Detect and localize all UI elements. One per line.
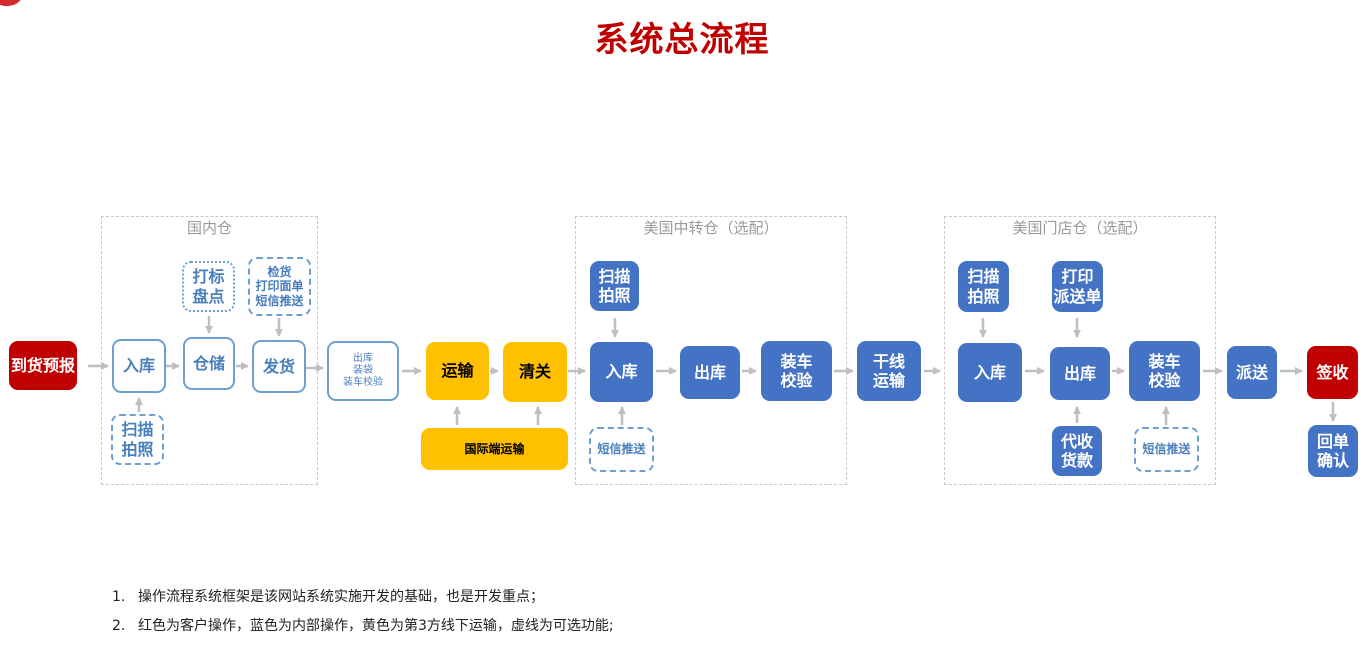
group-domestic-warehouse: 国内仓	[101, 216, 318, 485]
node-sign: 签收	[1307, 346, 1358, 399]
group-label-domestic: 国内仓	[186, 219, 232, 237]
group-us-transfer-warehouse: 美国中转仓（选配）	[575, 216, 847, 485]
group-label-us-store: 美国门店仓（选配）	[1012, 219, 1148, 237]
node-ship: 发货	[252, 340, 306, 393]
group-us-store-warehouse: 美国门店仓（选配）	[944, 216, 1216, 485]
node-inspect-print-sms: 检货 打印面单 短信推送	[248, 257, 311, 316]
node-outbound-store: 出库	[1050, 347, 1110, 400]
node-pre-arrival: 到货预报	[9, 341, 77, 390]
node-outbound-transfer: 出库	[680, 346, 740, 399]
node-out-bag-load: 出库 装袋 装车校验	[327, 341, 399, 401]
note-item: 1. 操作流程系统框架是该网站系统实施开发的基础，也是开发重点；	[112, 586, 614, 615]
node-customs: 清关	[503, 342, 567, 402]
node-intl-transport: 国际端运输	[421, 428, 568, 470]
node-receipt-confirm: 回单 确认	[1308, 425, 1358, 477]
node-inbound-transfer: 入库	[590, 342, 653, 402]
node-scan-photo-domestic: 扫描 拍照	[111, 414, 164, 465]
node-sms-store: 短信推送	[1134, 427, 1199, 472]
node-deliver: 派送	[1227, 346, 1277, 399]
note-item: 2. 红色为客户操作，蓝色为内部操作，黄色为第3方线下运输，虚线为可选功能;	[112, 615, 614, 644]
note-text: 红色为客户操作，蓝色为内部操作，黄色为第3方线下运输，虚线为可选功能;	[138, 618, 614, 634]
node-storage: 仓储	[183, 337, 235, 390]
node-load-check-transfer: 装车 校验	[761, 341, 832, 401]
node-load-check-store: 装车 校验	[1129, 341, 1200, 401]
note-number: 2.	[112, 618, 126, 634]
node-transport: 运输	[426, 342, 489, 400]
notes-list: 1. 操作流程系统框架是该网站系统实施开发的基础，也是开发重点； 2. 红色为客户操…	[112, 586, 614, 644]
corner-logo-mark	[0, 0, 24, 6]
note-text: 操作流程系统框架是该网站系统实施开发的基础，也是开发重点；	[138, 589, 544, 605]
node-scan-photo-transfer: 扫描 拍照	[590, 261, 639, 311]
group-label-us-transfer: 美国中转仓（选配）	[643, 219, 779, 237]
page-title: 系统总流程	[594, 20, 770, 60]
node-cash-on-delivery: 代收 货款	[1052, 426, 1102, 476]
node-print-delivery-slip: 打印 派送单	[1052, 261, 1103, 312]
node-inbound-store: 入库	[958, 343, 1022, 402]
node-scan-photo-store: 扫描 拍照	[958, 261, 1009, 312]
node-inbound-domestic: 入库	[112, 339, 166, 393]
node-sms-transfer: 短信推送	[589, 427, 654, 472]
note-number: 1.	[112, 589, 126, 605]
node-label-count: 打标 盘点	[182, 261, 235, 312]
node-trunk-transport: 干线 运输	[857, 341, 921, 401]
